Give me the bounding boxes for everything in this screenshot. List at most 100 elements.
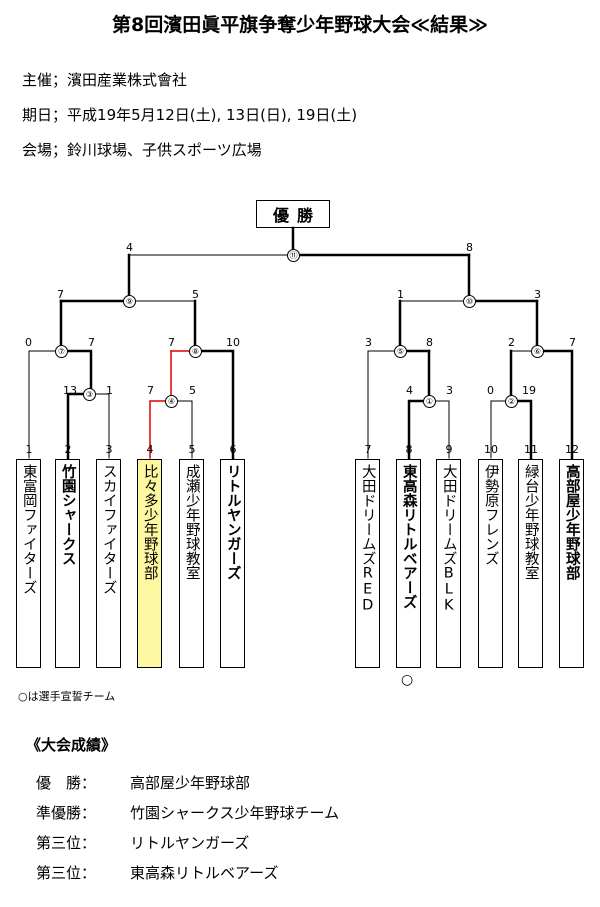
game-number: ⑦ [55, 345, 68, 358]
team-box: 大田ドリームズBLK [436, 459, 461, 668]
team-number: 3 [105, 443, 113, 456]
score: 2 [508, 336, 515, 349]
game-number: ④ [165, 395, 178, 408]
game-number: ① [423, 395, 436, 408]
score: 10 [226, 336, 240, 349]
game-number: ③ [83, 388, 96, 401]
team-number: 11 [524, 443, 538, 456]
date-line: 期日；平成19年5月12日(土), 13日(日), 19日(土) [22, 106, 358, 124]
champion-box: 優勝 [256, 200, 330, 228]
team-box: スカイファイターズ [96, 459, 121, 668]
team-number: 7 [364, 443, 372, 456]
team-name: 比々多少年野球部 [141, 464, 158, 580]
bracket-line [407, 399, 431, 460]
organizer-value: 濱田産業株式會社 [67, 71, 188, 89]
team-name: 高部屋少年野球部 [563, 464, 580, 580]
team-number: 8 [405, 443, 413, 456]
team-number: 4 [146, 443, 154, 456]
game-number: ② [505, 395, 518, 408]
team-name: 緑台少年野球教室 [522, 464, 539, 580]
oath-mark: ○ [401, 672, 414, 688]
score: 7 [569, 336, 576, 349]
bracket-line [367, 350, 401, 459]
team-box-highlighted: 比々多少年野球部 [137, 459, 162, 668]
team-name: 東富岡ファイターズ [20, 464, 37, 595]
score: 19 [522, 384, 536, 397]
date-label: 期日 [22, 106, 53, 124]
organizer-label: 主催 [22, 71, 53, 89]
team-number: 12 [565, 443, 579, 456]
team-number: 5 [188, 443, 196, 456]
team-name: 竹園シャークス [59, 464, 76, 566]
bracket-line [66, 392, 91, 460]
result-value: 竹園シャークス少年野球チーム [130, 804, 340, 822]
bracket-line-red [149, 400, 172, 459]
game-number: ⑥ [531, 345, 544, 358]
team-box: 伊勢原フレンズ [478, 459, 503, 668]
team-box: 成瀬少年野球教室 [179, 459, 204, 668]
score: 7 [147, 384, 154, 397]
score: 3 [365, 336, 372, 349]
result-label: 優 勝： [36, 774, 97, 792]
team-name: 伊勢原フレンズ [482, 464, 499, 566]
score: 7 [88, 336, 95, 349]
bracket-line [170, 400, 193, 459]
score: 0 [25, 336, 32, 349]
team-number: 1 [25, 443, 33, 456]
team-number: 10 [484, 443, 498, 456]
score: 1 [397, 288, 404, 301]
score: 5 [192, 288, 199, 301]
game-number: ⑨ [123, 295, 136, 308]
organizer-line: 主催；濱田産業株式會社 [22, 71, 188, 89]
score: 13 [63, 384, 77, 397]
game-number: ⑧ [189, 345, 202, 358]
score: 8 [466, 241, 473, 254]
result-label: 第三位： [36, 864, 97, 882]
date-value: 平成19年5月12日(土), 13日(日), 19日(土) [67, 106, 358, 124]
score: 0 [487, 384, 494, 397]
game-number: ⑩ [463, 295, 476, 308]
result-label: 第三位： [36, 834, 97, 852]
team-name: スカイファイターズ [100, 464, 117, 595]
game-number: ⑪ [287, 249, 300, 262]
team-number: 2 [64, 443, 72, 456]
game-number: ⑤ [394, 345, 407, 358]
score: 7 [168, 336, 175, 349]
score: 1 [106, 384, 113, 397]
result-label: 準優勝： [36, 804, 97, 822]
venue-label: 会場 [22, 141, 53, 159]
team-box: 東高森リトルベアーズ [396, 459, 421, 668]
team-box: 高部屋少年野球部 [559, 459, 584, 668]
result-value: 高部屋少年野球部 [130, 774, 251, 792]
bracket-line [28, 350, 62, 459]
score: 7 [57, 288, 64, 301]
team-box: 緑台少年野球教室 [518, 459, 543, 668]
team-number: 6 [229, 443, 237, 456]
team-name: 大田ドリームズBLK [440, 464, 457, 614]
venue-line: 会場；鈴川球場、子供スポーツ広場 [22, 141, 262, 159]
venue-value: 鈴川球場、子供スポーツ広場 [67, 141, 262, 159]
score: 3 [446, 384, 453, 397]
team-box: 東富岡ファイターズ [16, 459, 41, 668]
score: 3 [534, 288, 541, 301]
bracket-line [59, 349, 93, 396]
score: 4 [126, 241, 133, 254]
score: 8 [426, 336, 433, 349]
bracket-line [535, 349, 574, 460]
oath-note: ○は選手宣誓チーム [18, 690, 116, 703]
team-box: 竹園シャークス [55, 459, 80, 668]
bracket-line [490, 400, 512, 459]
team-box: 大田ドリームズRED [355, 459, 380, 668]
team-name: 東高森リトルベアーズ [400, 464, 417, 609]
team-box: リトルヤンガーズ [220, 459, 245, 668]
score: 5 [189, 384, 196, 397]
team-name: 大田ドリームズRED [359, 464, 376, 614]
team-number: 9 [445, 443, 453, 456]
score: 4 [406, 384, 413, 397]
team-name: リトルヤンガーズ [224, 464, 241, 580]
results-heading: 《大会成績》 [26, 736, 117, 754]
result-value: 東高森リトルベアーズ [130, 864, 279, 882]
page-title: 第8回濱田眞平旗争奪少年野球大会≪結果≫ [111, 14, 488, 36]
result-value: リトルヤンガーズ [130, 834, 250, 852]
